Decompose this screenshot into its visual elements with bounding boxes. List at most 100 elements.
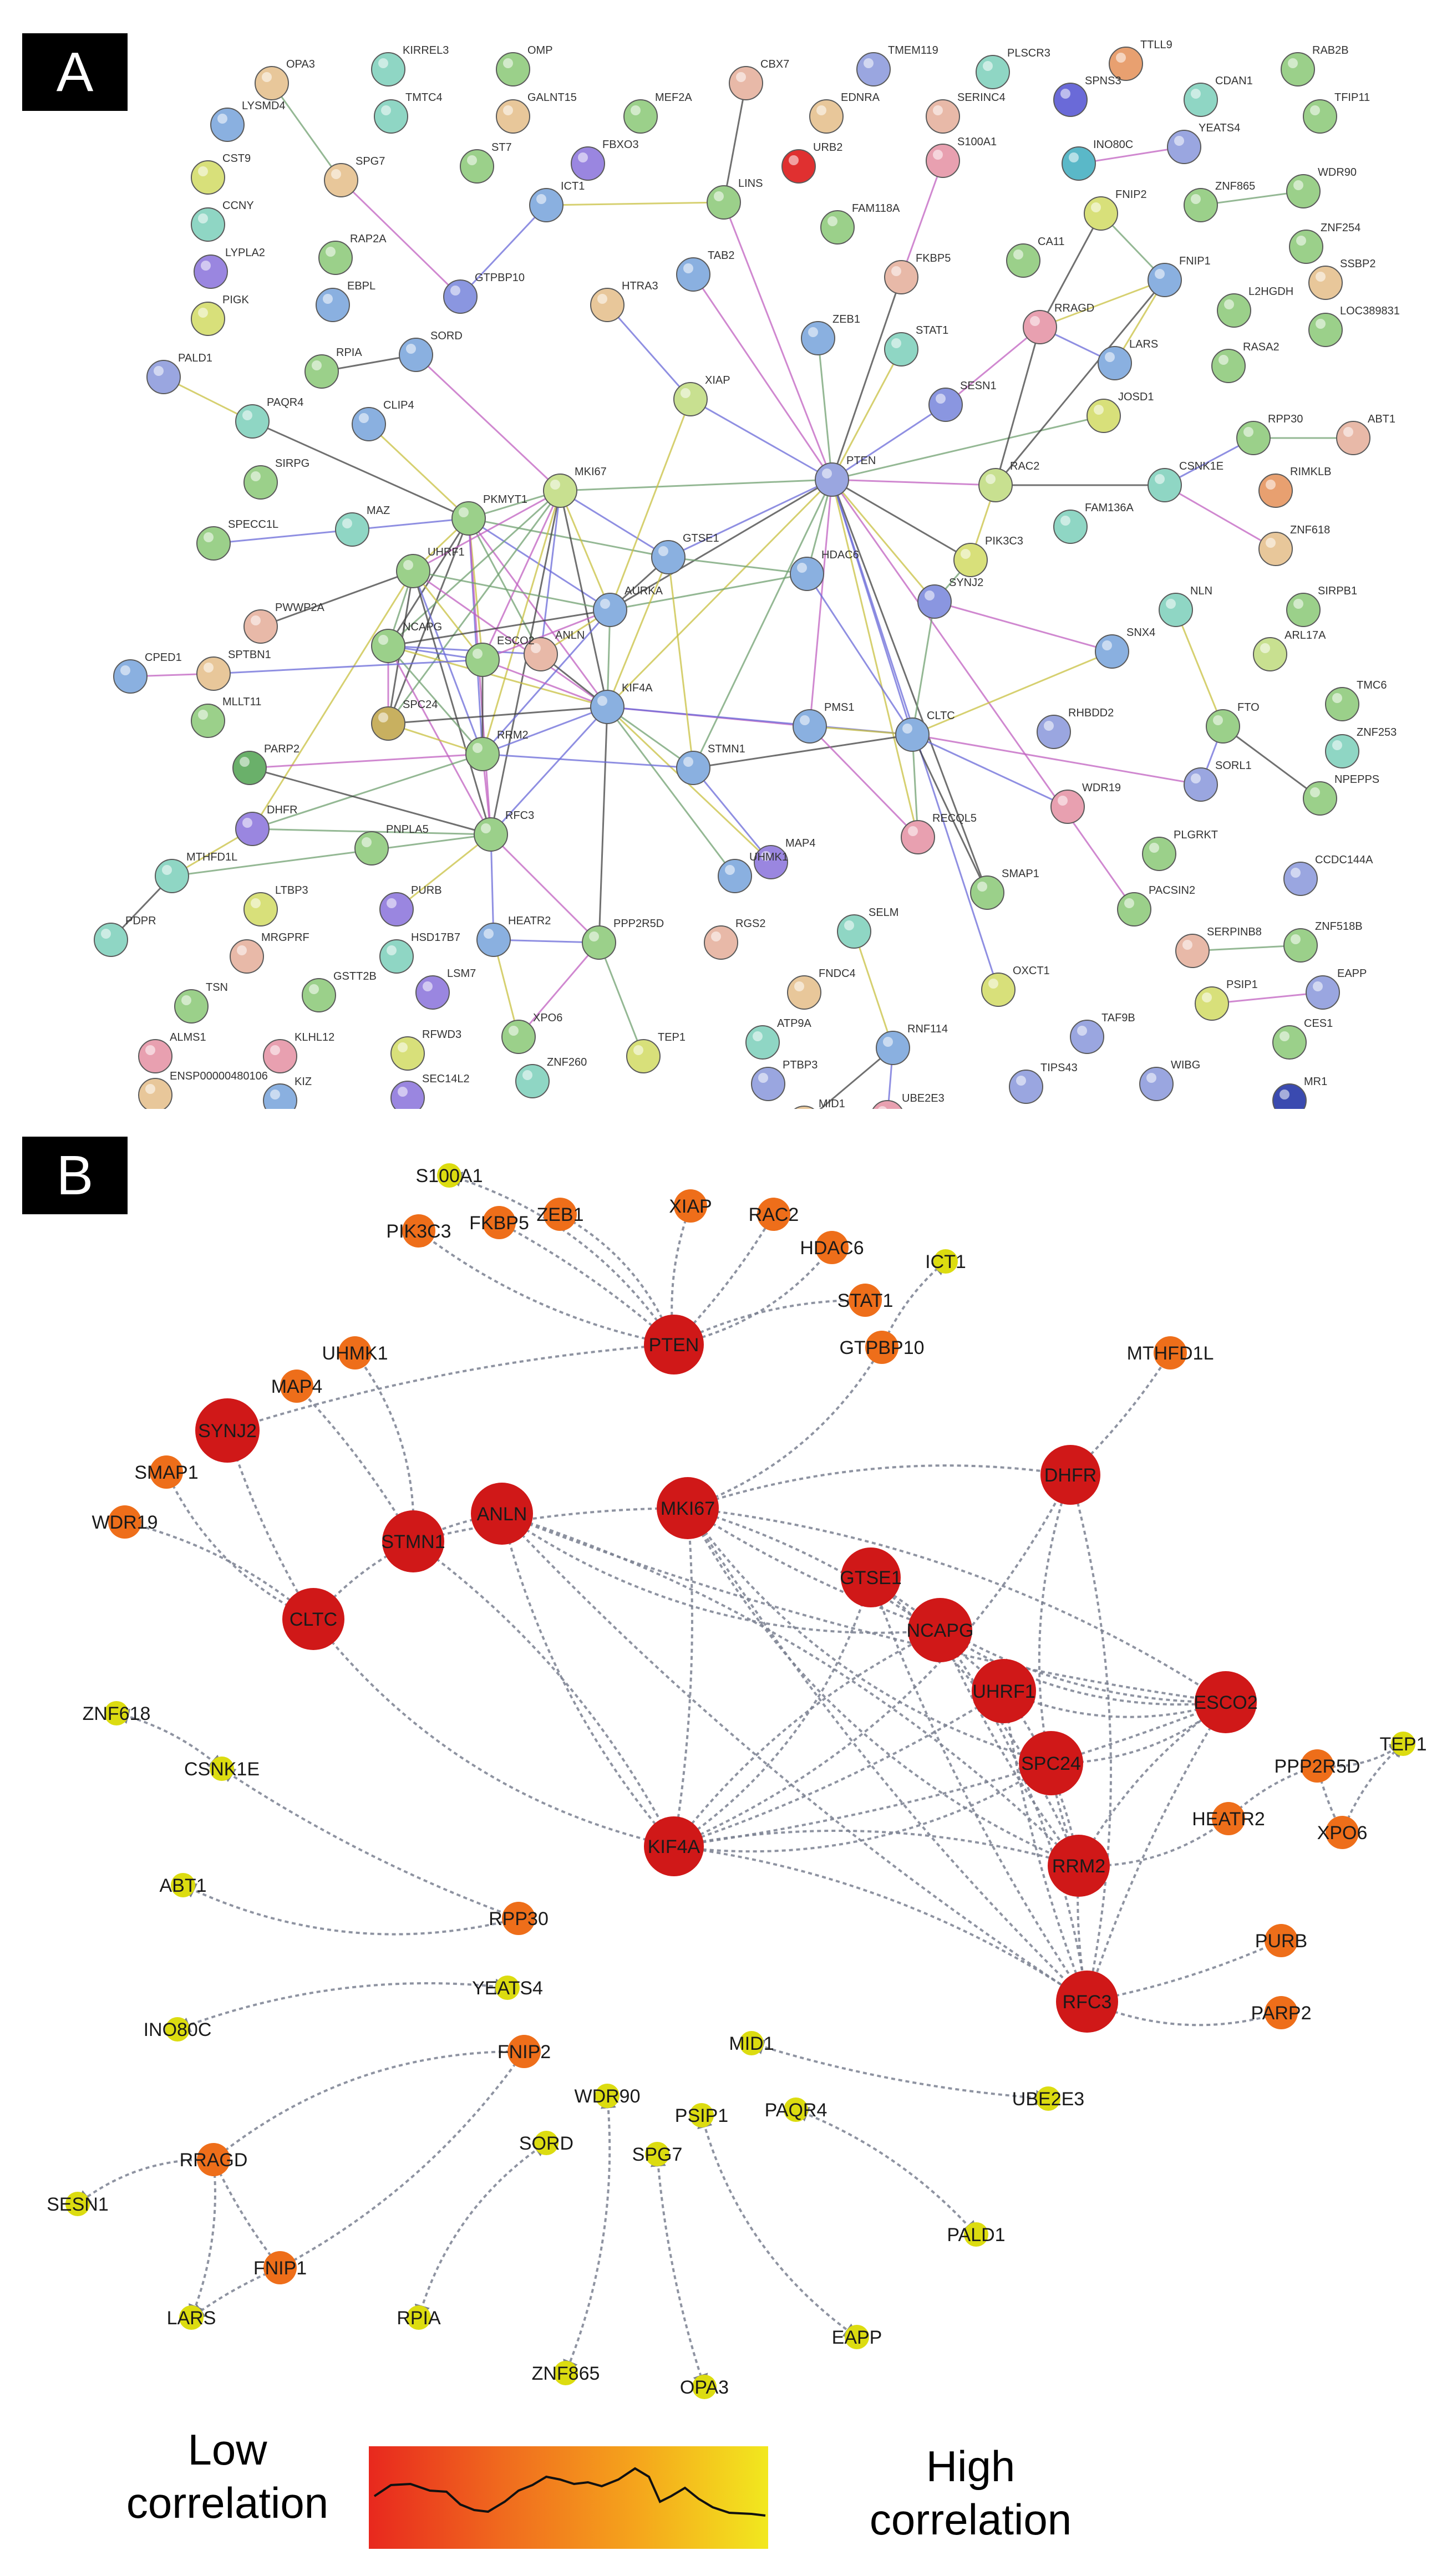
node-a-cltc: CLTC [895, 710, 955, 752]
node-a-lins: LINS [707, 177, 763, 220]
node-a-cst9: CST9 [191, 152, 251, 195]
edge-a-serpinb8-znf518b [1192, 944, 1301, 952]
node-a-label: KIF4A [622, 682, 653, 694]
node-a-label: ANLN [555, 629, 585, 642]
edge-a-ncapg-anln [388, 645, 541, 655]
panel-b-label: B [22, 1137, 128, 1214]
node-a-pten: PTEN [815, 455, 876, 497]
edge-b-mki67-ncapg [685, 1506, 943, 1633]
node-b-label: PARP2 [1251, 2003, 1312, 2024]
edge-b-rragd-fnip1 [211, 2156, 282, 2270]
node-b-spg7: SPG7 [632, 2142, 682, 2166]
node-b-label: SORD [519, 2133, 573, 2154]
edge-b-wdr19-cltc [121, 1517, 316, 1621]
legend-high-label: High correlation [869, 2442, 1072, 2544]
node-b-opa3: OPA3 [680, 2375, 729, 2399]
node-a-label: MAP4 [785, 837, 815, 849]
node-b-label: NCAPG [907, 1620, 974, 1641]
edge-b-kif4a-rfc3 [671, 1840, 1090, 2004]
node-b-label: S100A1 [416, 1165, 483, 1187]
node-b-ncapg: NCAPG [907, 1598, 974, 1662]
edge-a-aurka-hdac6 [610, 573, 808, 611]
node-a-label: SMAP1 [1002, 868, 1039, 880]
edge-a-pkmyt1-anln [468, 518, 542, 655]
node-a-label: RIMKLB [1290, 466, 1331, 478]
edge-a-pten-kif4a [606, 478, 833, 708]
edge-a-selm-rnf114 [853, 931, 894, 1048]
node-a-label: HTRA3 [622, 280, 658, 292]
node-a-lysmd4: LYSMD4 [210, 100, 286, 142]
node-a-omp: OMP [496, 44, 553, 86]
node-a-rfc3: RFC3 [474, 810, 534, 852]
edge-b-kif4a-rrm2 [671, 1829, 1082, 1870]
node-a-label: ZEB1 [832, 313, 860, 325]
node-a-npepps: NPEPPS [1303, 773, 1379, 816]
edge-b-mki67-gtpbp10 [684, 1345, 884, 1511]
node-b-rrm2: RRM2 [1048, 1835, 1110, 1897]
node-b-ict1: ICT1 [925, 1249, 966, 1274]
edge-a-kif4a-ppp2r5d [598, 706, 608, 943]
node-b-xiap: XIAP [669, 1189, 712, 1223]
node-a-label: STMN1 [708, 743, 745, 755]
node-b-s100a1: S100A1 [416, 1163, 483, 1188]
node-a-label: SSBP2 [1340, 258, 1375, 270]
node-a-label: ICT1 [561, 180, 585, 192]
node-a-abt1: ABT1 [1336, 413, 1395, 455]
node-b-label: HDAC6 [800, 1238, 864, 1259]
node-a-opa3: OPA3 [255, 58, 315, 100]
node-b-sord: SORD [519, 2131, 573, 2155]
edge-a-cltc-stmn1 [693, 734, 913, 769]
edge-a-spg7-opa3 [271, 83, 342, 181]
node-a-ino80c: INO80C [1062, 139, 1133, 181]
node-a-znf253: ZNF253 [1325, 726, 1397, 768]
node-a-kiz: KIZ [263, 1076, 312, 1109]
node-b-label: RRAGD [180, 2150, 248, 2171]
node-a-label: SIRPG [275, 457, 309, 470]
node-a-label: PDPR [125, 915, 156, 927]
node-a-label: ABT1 [1368, 413, 1395, 425]
node-a-label: PKMYT1 [483, 493, 527, 506]
node-a-label: CBX7 [760, 58, 789, 70]
edge-a-aurka-rrm2 [481, 609, 611, 755]
node-b-rragd: RRAGD [180, 2143, 248, 2176]
edge-b-znf618-csnk1e [113, 1708, 225, 1771]
node-a-mef2a: MEF2A [623, 91, 692, 134]
edge-a-rfc3-parp2 [249, 767, 491, 836]
node-a-kirrel3: KIRREL3 [371, 44, 449, 86]
node-b-rpp30: RPP30 [489, 1902, 549, 1935]
edge-a-kif4a-spc24 [388, 706, 608, 725]
node-b-label: DHFR [1044, 1465, 1096, 1486]
node-b-label: SESN1 [47, 2194, 109, 2215]
node-a-mllt11: MLLT11 [191, 696, 261, 738]
edge-a-pten-pacsin2 [831, 479, 1135, 910]
node-a-label: HEATR2 [508, 915, 551, 927]
node-a-label: SERINC4 [957, 91, 1006, 104]
node-a-smap1: SMAP1 [970, 868, 1039, 910]
node-a-label: SPC24 [403, 699, 438, 711]
node-a-josd1: JOSD1 [1087, 391, 1154, 433]
node-a-taf9b: TAF9B [1070, 1012, 1135, 1054]
node-b-label: HEATR2 [1192, 1809, 1265, 1830]
node-a-label: GSTT2B [333, 970, 377, 982]
edge-a-rfc3-heatr2 [490, 834, 495, 940]
node-a-label: PIK3C3 [985, 535, 1023, 547]
node-b-label: CLTC [290, 1609, 337, 1630]
node-a-label: SNX4 [1126, 627, 1155, 639]
node-b-label: ABT1 [159, 1875, 206, 1896]
node-b-label: ZNF618 [83, 1703, 151, 1724]
node-b-purb: PURB [1255, 1924, 1307, 1957]
node-a-gstt2b: GSTT2B [302, 970, 377, 1012]
node-a-gtpbp10: GTPBP10 [443, 272, 525, 314]
node-a-st7: ST7 [460, 141, 512, 184]
node-b-tep1: TEP1 [1379, 1732, 1427, 1756]
node-a-label: FNIP2 [1115, 189, 1147, 201]
node-a-label: WIBG [1171, 1059, 1200, 1071]
edge-a-pten-stmn1 [692, 479, 833, 768]
node-a-label: MRGPRF [261, 931, 309, 944]
node-a-galnt15: GALNT15 [496, 91, 577, 134]
node-b-label: ICT1 [925, 1251, 966, 1272]
panel-a-label: A [22, 33, 128, 111]
edge-a-mki67-aurka [559, 490, 611, 610]
edge-a-rrm2-parp2 [249, 753, 483, 769]
node-a-label: TMC6 [1357, 679, 1387, 691]
